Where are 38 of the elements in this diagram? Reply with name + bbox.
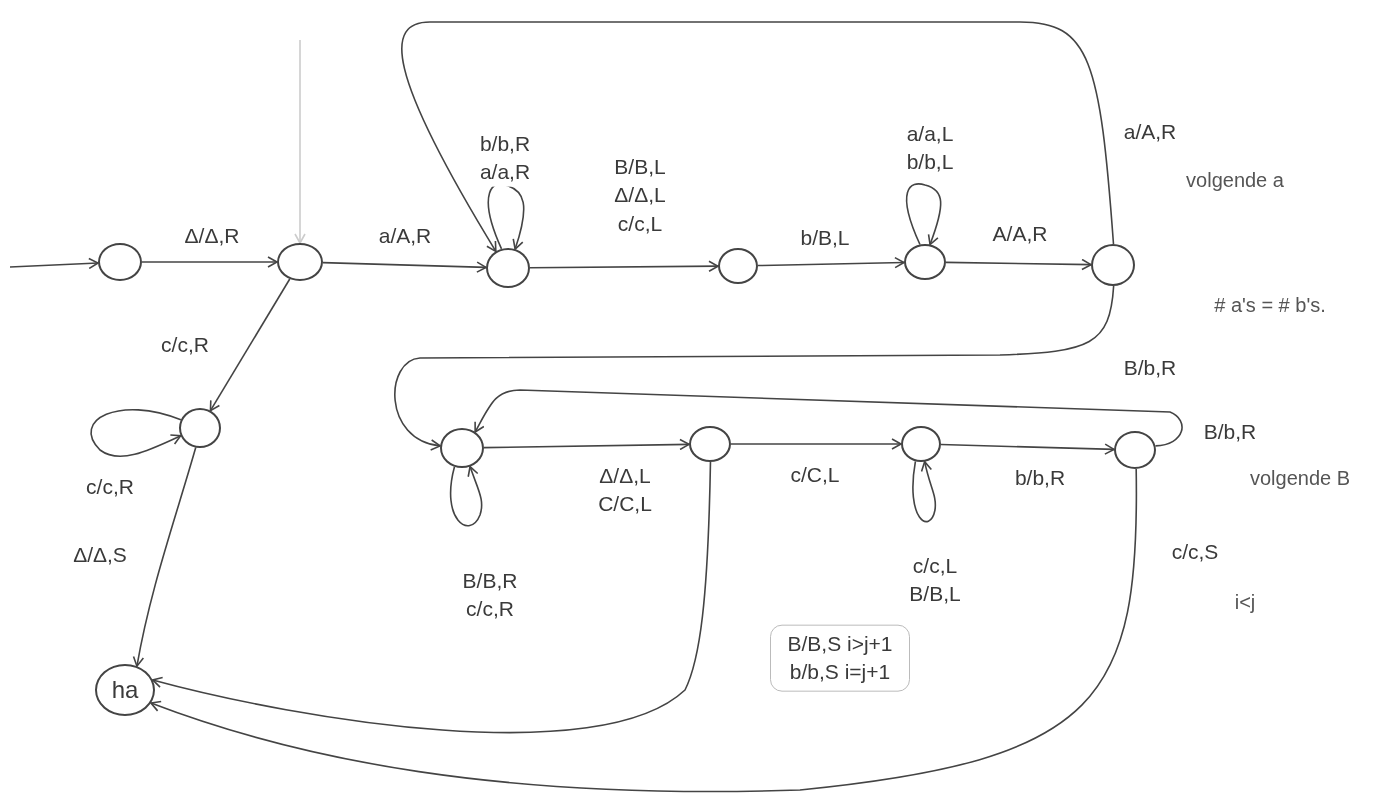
state-circle xyxy=(440,428,484,468)
state-circle xyxy=(179,408,221,448)
arrow xyxy=(757,256,905,269)
state-circle xyxy=(486,248,530,288)
arrow xyxy=(322,261,487,273)
state-circle xyxy=(1114,431,1156,469)
arrow xyxy=(209,278,291,412)
annotation-text: volgende a xyxy=(1186,168,1284,193)
arrow xyxy=(483,438,690,451)
state-circle xyxy=(277,243,323,281)
arrow xyxy=(912,460,937,523)
arrow xyxy=(730,438,902,450)
arrow xyxy=(940,443,1115,455)
state-circle xyxy=(1091,244,1135,286)
state-circle xyxy=(718,248,758,284)
arrow xyxy=(529,260,719,273)
annotation-text: volgende B xyxy=(1249,466,1351,491)
arrow xyxy=(294,39,306,244)
state-circle xyxy=(98,243,142,281)
state-circle xyxy=(901,426,941,462)
arrow xyxy=(449,465,483,527)
arrow xyxy=(151,461,712,734)
edge-label: B/B,S i>j+1 b/b,S i=j+1 xyxy=(770,624,910,692)
arrow xyxy=(90,409,182,457)
arrow xyxy=(474,389,1183,447)
arrow xyxy=(150,468,1137,793)
halt-state: ha xyxy=(95,664,155,716)
arrow xyxy=(132,446,197,667)
annotation-text: i<j xyxy=(1234,590,1256,615)
state-circle xyxy=(689,426,731,462)
state-circle xyxy=(904,244,946,280)
arrow xyxy=(141,256,278,268)
annotation-text: # a's = # b's. xyxy=(1214,293,1326,318)
arrow xyxy=(401,21,1115,253)
arrow xyxy=(394,285,1115,450)
arrow xyxy=(905,183,942,246)
arrow xyxy=(945,258,1092,271)
arrow xyxy=(9,257,99,270)
